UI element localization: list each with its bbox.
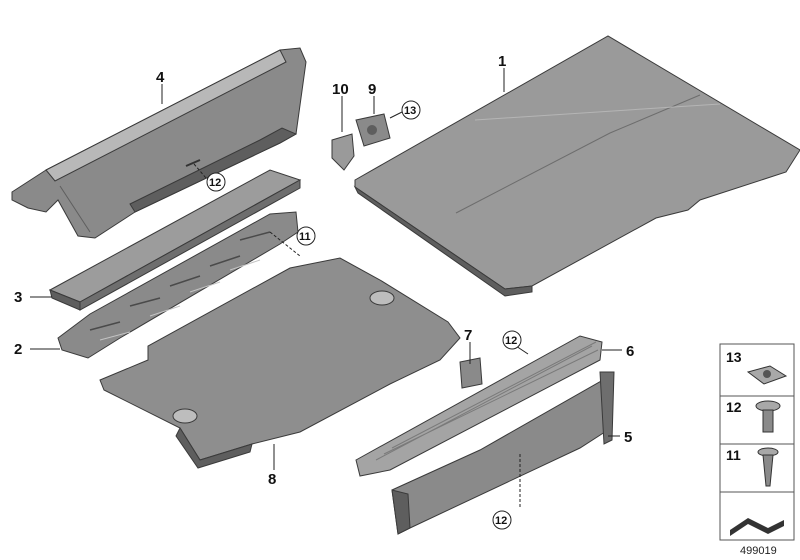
callout-3[interactable]: 3 xyxy=(14,289,22,306)
legend-label-12: 12 xyxy=(726,399,742,415)
leader-12a xyxy=(193,163,207,179)
side-trim-4[interactable] xyxy=(11,47,307,239)
legend-panel: 13 12 11 xyxy=(719,343,795,541)
callout-11[interactable]: 11 xyxy=(299,231,311,243)
floor-panel-1[interactable] xyxy=(353,35,800,297)
clip-7[interactable] xyxy=(459,357,483,389)
callout-12c[interactable]: 12 xyxy=(495,515,507,527)
callout-2[interactable]: 2 xyxy=(14,341,22,358)
bracket-9[interactable] xyxy=(355,113,391,147)
leader-13 xyxy=(389,111,403,119)
leader-11 xyxy=(269,231,301,257)
callout-13-circle xyxy=(401,100,421,120)
callout-6[interactable]: 6 xyxy=(626,343,634,360)
callout-9[interactable]: 9 xyxy=(368,81,376,98)
diagram-id: 499019 xyxy=(740,545,777,557)
callout-13[interactable]: 13 xyxy=(404,105,416,117)
callout-8[interactable]: 8 xyxy=(268,471,276,488)
legend-label-13: 13 xyxy=(726,349,742,365)
callout-1[interactable]: 1 xyxy=(498,53,506,70)
callout-5[interactable]: 5 xyxy=(624,429,632,446)
callout-12b[interactable]: 12 xyxy=(505,335,517,347)
callout-12a-circle xyxy=(206,172,226,192)
side-trim-5[interactable] xyxy=(391,371,615,535)
callout-12c-circle xyxy=(492,510,512,530)
callout-10[interactable]: 10 xyxy=(332,81,349,98)
callout-7[interactable]: 7 xyxy=(464,327,472,344)
legend-cell-11[interactable] xyxy=(719,443,795,493)
legend-label-11: 11 xyxy=(726,447,741,463)
speed-nut-hole-icon xyxy=(763,370,771,378)
clip-stem-icon xyxy=(762,409,774,433)
floor-mat-8[interactable] xyxy=(99,257,461,469)
cover-strip-3[interactable] xyxy=(48,169,302,311)
callout-12a[interactable]: 12 xyxy=(209,177,221,189)
callout-12b-circle xyxy=(502,330,522,350)
cover-cap-10[interactable] xyxy=(331,133,355,171)
loading-sill-6[interactable] xyxy=(355,335,603,477)
reference-marker-icon xyxy=(730,518,784,536)
screw-shank-icon xyxy=(762,454,774,487)
carrier-bracket-2[interactable] xyxy=(57,211,299,359)
callout-4[interactable]: 4 xyxy=(156,69,165,86)
callout-11-circle xyxy=(296,226,316,246)
